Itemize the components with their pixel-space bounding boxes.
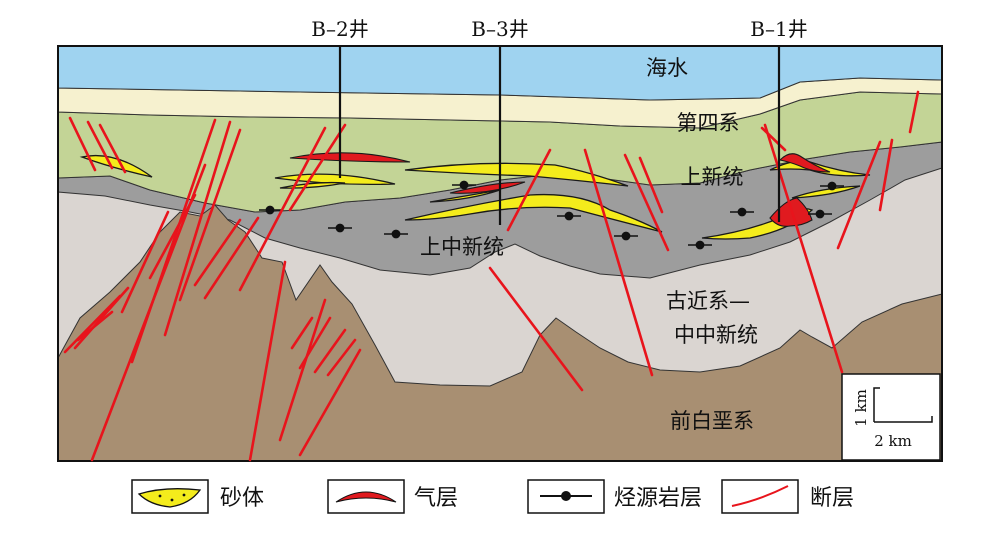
source-rock-symbol: [452, 180, 476, 190]
source-rock-symbol: [808, 209, 832, 219]
source-rock-symbol: [328, 223, 352, 233]
fault-line: [298, 348, 362, 457]
fault-line: [836, 140, 882, 250]
legend-label-source: 烃源岩层: [614, 486, 702, 511]
well-b3-label: B–3井: [471, 17, 528, 41]
gas-layer: [289, 152, 411, 163]
quaternary-label: 第四系: [677, 111, 740, 135]
fault-line: [148, 193, 197, 280]
fault-line: [290, 316, 314, 350]
scale-bar-horizontal-tick: [874, 416, 933, 423]
source-rock-symbol: [730, 207, 754, 217]
source-rock-symbol: [614, 231, 638, 241]
legend-box: [721, 479, 799, 514]
fault-line: [313, 328, 347, 374]
fault-line: [76, 310, 114, 342]
fault-line: [68, 116, 97, 172]
paleogene-label-line2: 中中新统: [674, 323, 758, 347]
gas-layer: [778, 153, 831, 173]
sand-body: [404, 193, 663, 233]
legend-item-sand: 砂体: [131, 479, 264, 514]
sand-body: [279, 181, 346, 189]
fault-line: [120, 210, 170, 314]
fault-line: [506, 148, 552, 232]
fault-line: [73, 286, 130, 350]
sand-body: [274, 173, 396, 186]
scale-bar-vertical-label: 1 km: [852, 389, 870, 427]
fault-line: [278, 298, 327, 442]
fault-line: [623, 153, 670, 252]
seawater-label: 海水: [646, 56, 688, 80]
sand-grain: [158, 494, 162, 498]
sand-body: [79, 154, 153, 178]
sand-body: [791, 185, 861, 199]
source-rock-symbol: [557, 211, 581, 221]
legend-label-gas: 气层: [414, 486, 458, 511]
scale-bar: 1 km 2 km: [841, 373, 941, 461]
fault-line: [488, 266, 584, 392]
fault-line: [298, 316, 332, 370]
fault-line: [288, 123, 347, 212]
fault-symbol: [731, 485, 789, 507]
sand-grain: [182, 493, 186, 497]
pre-baiyun-label: 前白垩系: [670, 409, 754, 433]
scale-bar-vertical-tick: [873, 387, 880, 422]
fault-line: [638, 156, 664, 214]
sand-symbol: [137, 488, 202, 508]
fault-line: [908, 90, 920, 134]
well-b1-label: B–1井: [750, 17, 807, 41]
legend-item-fault: 断层: [721, 479, 854, 514]
source-rock-symbol: [384, 229, 408, 239]
fault-line: [203, 216, 260, 300]
fault-line: [763, 123, 844, 374]
fault-line: [760, 126, 787, 152]
fault-line: [63, 294, 122, 354]
gas-symbol: [335, 491, 397, 503]
scale-bar-box: [841, 373, 941, 461]
source-rock-symbols: [259, 180, 844, 250]
fault-line: [163, 120, 232, 337]
fault-line: [90, 163, 207, 462]
legend-item-source: 烃源岩层: [527, 479, 702, 514]
fault-line: [178, 128, 242, 302]
source-rock-symbol: [820, 181, 844, 191]
sand-grain: [170, 498, 174, 502]
sand-body: [404, 162, 629, 187]
scale-bar-horizontal-label: 2 km: [874, 432, 912, 450]
paleogene-label-line1: 古近系—: [666, 289, 750, 313]
fault-line: [193, 218, 242, 287]
fault-line: [326, 338, 357, 377]
pliocene-label: 上新统: [681, 165, 744, 189]
legend-item-gas: 气层: [327, 479, 458, 514]
fault-line: [583, 148, 654, 377]
legend-label-sand: 砂体: [220, 486, 264, 511]
legend: 砂体 气层 烃源岩层 断层: [131, 479, 854, 514]
fault-line: [878, 138, 894, 212]
fault-line: [238, 126, 327, 292]
source-rock-symbol: [688, 240, 712, 250]
faults: [63, 90, 920, 462]
source-symbol-dot: [561, 491, 571, 501]
fault-line: [98, 123, 127, 174]
upper-middle-miocene-label: 上中新统: [420, 235, 504, 259]
wells: [338, 46, 781, 225]
source-rock-symbol: [259, 205, 282, 215]
well-b2-label: B–2井: [311, 17, 368, 41]
legend-label-fault: 断层: [810, 486, 854, 511]
fault-line: [86, 120, 114, 170]
gas-layer: [449, 181, 526, 194]
fault-line: [248, 260, 287, 462]
